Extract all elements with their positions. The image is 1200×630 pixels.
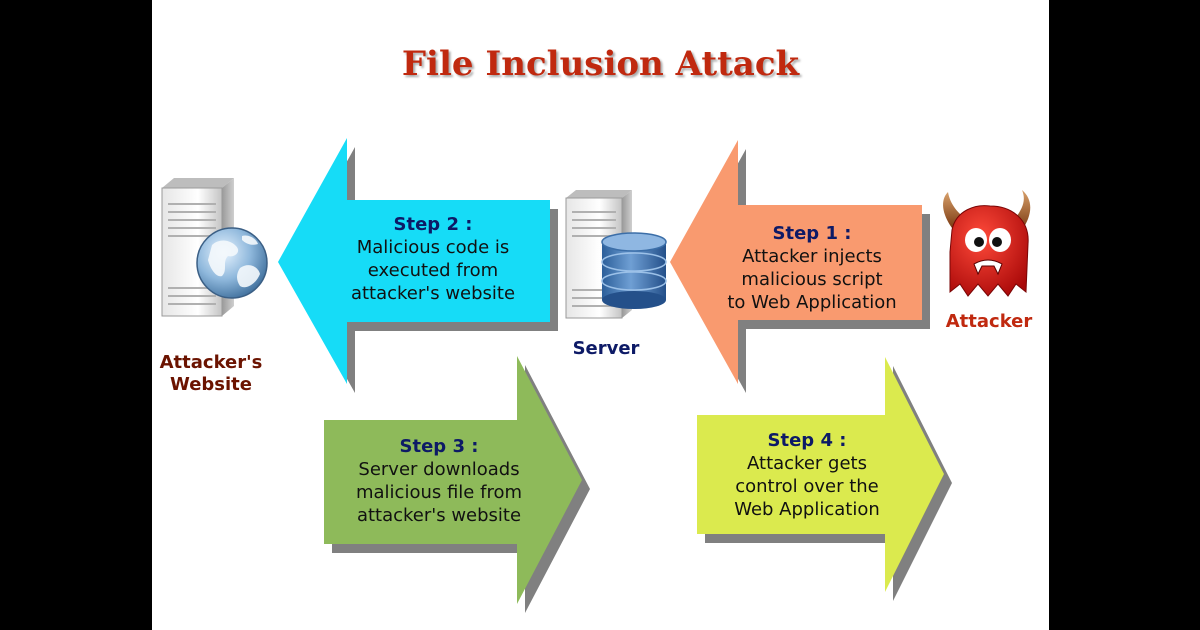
step3-title: Step 3 : xyxy=(399,436,479,457)
step4-text: Step 4 : Attacker gets control over the … xyxy=(697,429,917,521)
step1-text: Step 1 : Attacker injects malicious scri… xyxy=(700,222,924,314)
step4-line: Attacker gets xyxy=(747,453,867,474)
step2-text: Step 2 : Malicious code is executed from… xyxy=(318,213,548,305)
server-label: Server xyxy=(572,338,640,359)
step3-line: malicious file from xyxy=(355,482,522,503)
step3-arrow xyxy=(324,356,582,604)
step2-arrow xyxy=(278,138,550,384)
step2-line: executed from xyxy=(367,260,499,281)
step1-arrow xyxy=(670,140,922,384)
step3-text: Step 3 : Server downloads malicious file… xyxy=(324,435,554,527)
step2-line: Malicious code is xyxy=(356,237,510,258)
step3-line: attacker's website xyxy=(356,505,522,526)
web-server-globe-icon xyxy=(161,178,268,317)
step4-title: Step 4 : xyxy=(767,430,847,451)
step1-line: Attacker injects xyxy=(742,246,882,267)
diagram-title: File Inclusion Attack xyxy=(401,44,800,84)
step2-title: Step 2 : xyxy=(393,214,473,235)
attacker-label: Attacker xyxy=(945,311,1033,332)
step4-line: control over the xyxy=(735,476,879,497)
step1-title: Step 1 : xyxy=(772,223,852,244)
step1-line: malicious script xyxy=(741,269,883,290)
website-label: Attacker's Website xyxy=(159,352,263,395)
step1-line: to Web Application xyxy=(727,292,897,313)
red-devil-monster-icon xyxy=(943,190,1031,297)
step2-line: attacker's website xyxy=(350,283,516,304)
diagram-canvas: File Inclusion Attack xyxy=(152,0,1049,630)
step4-arrow xyxy=(697,357,944,592)
step4-line: Web Application xyxy=(734,499,880,520)
step3-line: Server downloads xyxy=(358,459,520,480)
database-server-icon xyxy=(565,190,667,319)
diagram-shapes xyxy=(161,138,1031,613)
